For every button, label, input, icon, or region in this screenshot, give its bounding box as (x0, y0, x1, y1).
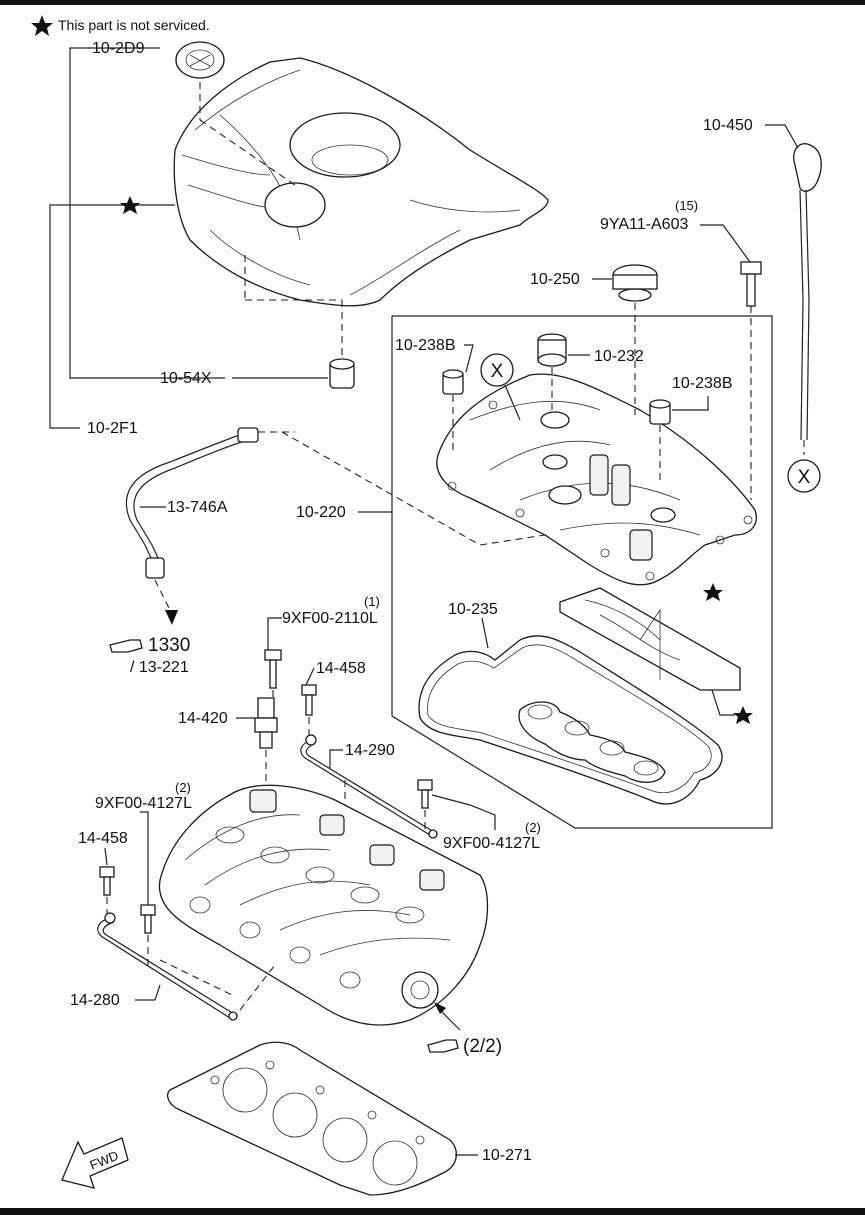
part-10-238b-right-grommet (649, 399, 671, 480)
part-14-290-pipe (300, 734, 438, 839)
label-10-220: 10-220 (296, 504, 346, 521)
part-9xf00-4127l-right-bolt (417, 779, 433, 830)
part-14-458-top-bolt (301, 684, 317, 735)
part-10-54x-grommet (232, 255, 355, 389)
label-10-271: 10-271 (482, 1147, 532, 1164)
part-10-250-cap (612, 264, 658, 325)
part-10-238b-left-grommet (442, 369, 464, 450)
label-13-746a: 13-746A (167, 499, 228, 516)
label-14-458-top: 14-458 (316, 660, 366, 677)
bottom-border (0, 1208, 865, 1215)
ref-1330[interactable]: 1330 / 13-221 (109, 635, 190, 676)
part-10-220-cylinder-head-cover (436, 373, 757, 586)
label-10-235: 10-235 (448, 601, 498, 618)
label-qty-1: (1) (364, 594, 380, 609)
part-10-450-dipstick (765, 124, 822, 455)
label-qty-15: (15) (675, 198, 698, 213)
box-10-220 (391, 315, 773, 829)
part-9xf00-2110l-bolt (264, 649, 282, 705)
part-10-232-seal (537, 333, 567, 415)
label-10-54x: 10-54X (160, 370, 212, 387)
label-10-238b-right: 10-238B (672, 375, 733, 392)
ref-2-2[interactable]: (2/2) (427, 1036, 502, 1057)
star-icon (120, 196, 140, 214)
label-10-450: 10-450 (703, 117, 753, 134)
fwd-arrow-icon: FWD (61, 1137, 129, 1189)
part-10-2d9-grommet (175, 41, 225, 79)
cylinder-head (158, 784, 489, 1026)
ref-2-2-text: (2/2) (463, 1036, 502, 1057)
part-10-271-head-gasket (167, 1041, 457, 1196)
label-9xf00-4127l-left: 9XF00-4127L (95, 795, 192, 812)
part-10-235-gasket (418, 635, 723, 805)
part-14-280-pipe (97, 912, 238, 1021)
label-9xf00-2110l: 9XF00-2110L (282, 610, 378, 627)
part-13-746a-hose (125, 427, 295, 625)
part-9xf00-4127l-left-bolt (140, 904, 156, 965)
note-text: This part is not serviced. (58, 17, 210, 33)
pointing-hand-icon (109, 639, 143, 653)
star-icon (733, 706, 753, 724)
label-14-420: 14-420 (178, 710, 228, 727)
label-10-250: 10-250 (530, 271, 580, 288)
pointing-hand-icon (427, 1039, 459, 1053)
label-14-290: 14-290 (345, 742, 395, 759)
label-10-2d9: 10-2D9 (92, 40, 145, 57)
x-marker-right: X (787, 459, 821, 493)
x-marker-left: X (480, 353, 521, 421)
label-qty-2-right: (2) (525, 820, 541, 835)
label-10-232: 10-232 (594, 348, 644, 365)
engine-cover (173, 57, 549, 307)
part-14-458-left-bolt (99, 866, 115, 915)
ref-1330-text: 1330 (148, 635, 190, 656)
not-serviced-note: This part is not serviced. (31, 15, 210, 36)
label-qty-2-left: (2) (175, 780, 191, 795)
star-icon (31, 15, 53, 36)
label-9ya11-a603: 9YA11-A603 (600, 216, 688, 233)
label-10-238b-left: 10-238B (395, 337, 456, 354)
label-14-280: 14-280 (70, 992, 120, 1009)
label-14-458-left: 14-458 (78, 830, 128, 847)
label-10-2f1: 10-2F1 (87, 420, 138, 437)
svg-text:X: X (491, 361, 504, 382)
top-border (0, 0, 865, 5)
svg-text:X: X (798, 467, 811, 488)
ref-13-221-text: / 13-221 (130, 659, 189, 676)
star-icon (703, 583, 723, 601)
part-baffle-plate (559, 587, 741, 716)
part-9ya11-bolt (740, 261, 762, 318)
label-9xf00-4127l-right: 9XF00-4127L (443, 835, 540, 852)
part-14-420-solenoid (254, 697, 278, 790)
